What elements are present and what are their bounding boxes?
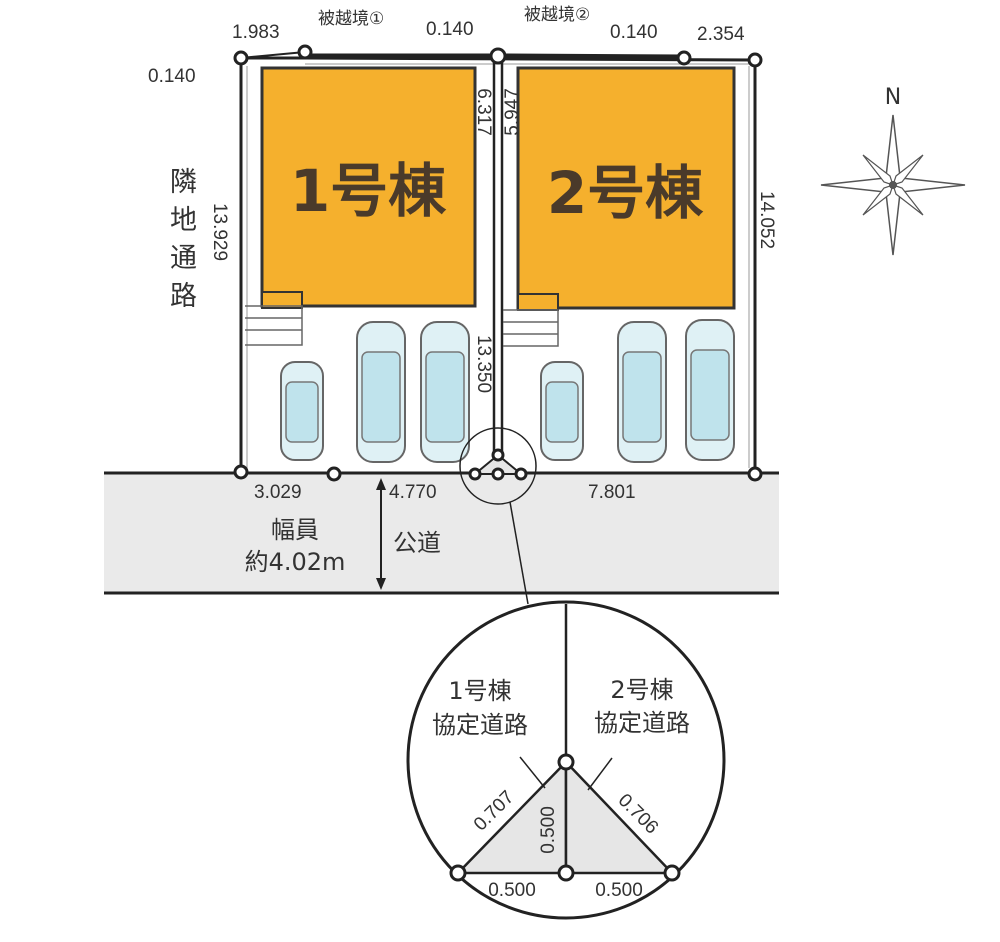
pin-top-right bbox=[747, 52, 763, 68]
car-2-mid bbox=[617, 321, 667, 463]
public-road-label: 公道 bbox=[393, 529, 441, 557]
steps-1 bbox=[245, 305, 303, 346]
road-width-title: 幅員 bbox=[271, 516, 319, 544]
building-1-label: 1号棟 bbox=[290, 157, 447, 225]
compass-label: N bbox=[885, 85, 901, 110]
adjacent-road-char-1: 隣 bbox=[170, 167, 197, 198]
detail-left-label-line1: 1号棟 bbox=[448, 677, 511, 705]
dim-top-right: 2.354 bbox=[697, 24, 745, 45]
pin-top-left-offset bbox=[297, 44, 313, 60]
dim-top-middle: 0.140 bbox=[426, 19, 474, 40]
detail-pin-right bbox=[663, 864, 681, 882]
dim-bottom-middle: 4.770 bbox=[389, 482, 437, 503]
corner-pin-left bbox=[468, 467, 482, 481]
dim-top-left: 1.983 bbox=[232, 22, 280, 43]
pin-top-middle bbox=[489, 47, 507, 65]
building-1-porch bbox=[261, 291, 303, 309]
public-road bbox=[104, 473, 779, 593]
detail-leader-right bbox=[587, 757, 613, 791]
pin-bottom-right bbox=[747, 466, 763, 482]
corner-pin-mid bbox=[491, 467, 505, 481]
dim-left-side: 13.929 bbox=[209, 203, 230, 261]
car-1-small bbox=[280, 361, 324, 461]
corner-pin-top bbox=[491, 448, 505, 462]
dim-top-right-offset: 0.140 bbox=[610, 22, 658, 43]
compass-icon bbox=[820, 114, 966, 256]
detail-right-label-line1: 2号棟 bbox=[610, 676, 673, 704]
pin-top-left bbox=[233, 50, 249, 66]
detail-pin-top bbox=[557, 753, 575, 771]
detail-pin-mid bbox=[557, 864, 575, 882]
dim-middle-two: 5.947 bbox=[502, 88, 523, 136]
detail-leader-left bbox=[519, 756, 546, 789]
pin-top-right-offset bbox=[676, 50, 692, 66]
detail-pin-left bbox=[449, 864, 467, 882]
encroachment-1-label: 被越境① bbox=[318, 9, 384, 29]
dim-bottom-left: 3.029 bbox=[254, 482, 302, 503]
detail-triangle-right bbox=[564, 758, 675, 875]
adjacent-road-char-2: 地 bbox=[170, 205, 197, 236]
detail-callout-circle bbox=[459, 427, 537, 505]
detail-right-label-line2: 協定道路 bbox=[594, 709, 690, 737]
dim-top-left-offset: 0.140 bbox=[148, 66, 196, 87]
adjacent-road-char-4: 路 bbox=[170, 281, 197, 312]
dim-middle-one: 6.317 bbox=[473, 88, 494, 136]
pin-bottom-left bbox=[233, 464, 249, 480]
building-2-porch bbox=[517, 293, 559, 311]
road-width-arrow bbox=[376, 478, 386, 590]
car-2-small bbox=[540, 361, 584, 461]
road-width-value: 約4.02m bbox=[245, 548, 346, 576]
car-1-right bbox=[420, 321, 470, 463]
detail-left-label-line2: 協定道路 bbox=[432, 711, 528, 739]
encroachment-2-line bbox=[497, 53, 685, 60]
offset-marker-left bbox=[240, 51, 306, 59]
pin-bottom-left-2 bbox=[326, 466, 342, 482]
dim-right-side: 14.052 bbox=[756, 191, 777, 249]
detail-base-right: 0.500 bbox=[595, 880, 643, 901]
steps-2 bbox=[503, 309, 559, 347]
dim-middle-lower: 13.350 bbox=[473, 335, 494, 393]
building-2-label: 2号棟 bbox=[547, 159, 704, 227]
car-1-mid bbox=[356, 321, 406, 463]
adjacent-road-char-3: 通 bbox=[170, 243, 197, 274]
building-1 bbox=[260, 66, 477, 308]
detail-base-left: 0.500 bbox=[488, 880, 536, 901]
corner-pin-right bbox=[514, 467, 528, 481]
callout-leader bbox=[509, 501, 529, 605]
dim-bottom-right: 7.801 bbox=[588, 482, 636, 503]
car-2-right bbox=[685, 319, 735, 461]
detail-height: 0.500 bbox=[538, 806, 559, 854]
encroachment-2-label: 被越境② bbox=[524, 5, 590, 25]
building-2 bbox=[516, 66, 736, 310]
